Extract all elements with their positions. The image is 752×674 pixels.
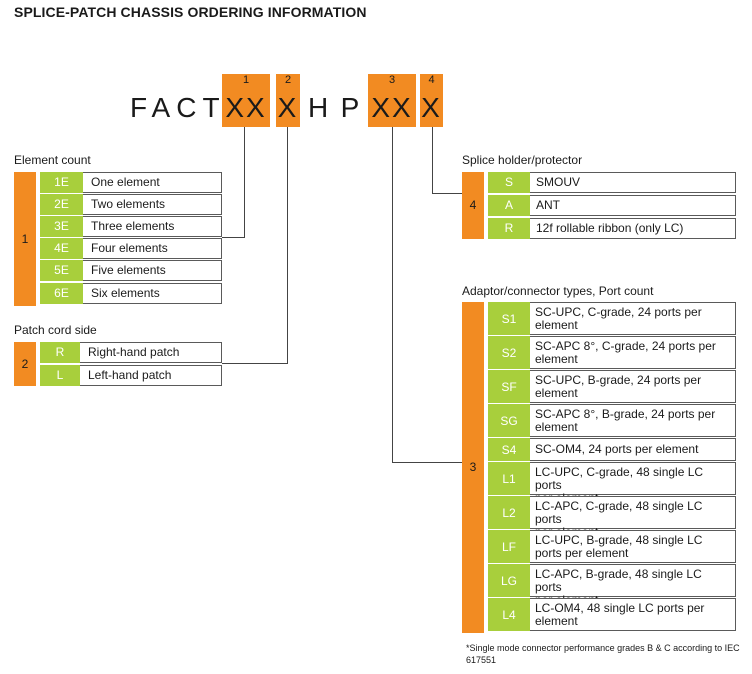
- row-desc: ANT: [536, 198, 560, 212]
- connector-line-1h: [222, 237, 245, 238]
- table-row: 1E One element: [40, 172, 222, 193]
- connector-line-3h: [392, 462, 462, 463]
- row-desc: One element: [91, 175, 160, 189]
- row-code: 5E: [40, 260, 83, 281]
- splice-holder-number: 4: [462, 172, 484, 239]
- patch-cord-number: 2: [14, 342, 36, 386]
- row-code: L: [40, 365, 80, 386]
- row-desc: Five elements: [91, 263, 166, 277]
- row-code: SF: [488, 370, 530, 403]
- code-h: H: [308, 92, 329, 123]
- row-desc: SC-OM4, 24 ports per element: [535, 442, 699, 456]
- table-row: R 12f rollable ribbon (only LC): [488, 218, 736, 239]
- row-code: L4: [488, 598, 530, 631]
- row-desc: 12f rollable ribbon (only LC): [536, 221, 684, 235]
- table-row: R Right-hand patch: [40, 342, 222, 363]
- table-row: S SMOUV: [488, 172, 736, 193]
- row-code: A: [488, 195, 530, 216]
- table-row: A ANT: [488, 195, 736, 216]
- table-row: 6E Six elements: [40, 283, 222, 304]
- page-title: SPLICE-PATCH CHASSIS ORDERING INFORMATIO…: [14, 4, 367, 20]
- row-code: 2E: [40, 194, 83, 215]
- connector-line-2h: [222, 363, 288, 364]
- connector-line-4: [432, 127, 433, 193]
- row-code: S1: [488, 302, 530, 335]
- row-desc: Three elements: [91, 219, 175, 233]
- code-box-1: 1 XX: [222, 74, 270, 127]
- connector-line-1: [244, 127, 245, 238]
- row-code: L1: [488, 462, 530, 495]
- code-p: P: [340, 92, 360, 123]
- code-prefix: FACT-: [130, 92, 240, 123]
- code-box-4: 4 X: [420, 74, 443, 127]
- row-code: LG: [488, 564, 530, 597]
- row-code: 3E: [40, 216, 83, 237]
- table-row: L Left-hand patch: [40, 365, 222, 386]
- row-desc: Right-hand patch: [88, 345, 180, 359]
- row-code: 4E: [40, 238, 83, 259]
- row-desc: Two elements: [91, 197, 166, 211]
- code-box-2: 2 X: [276, 74, 300, 127]
- connector-line-3: [392, 127, 393, 463]
- row-desc: SMOUV: [536, 175, 581, 189]
- footnote: *Single mode connector performance grade…: [466, 643, 740, 665]
- connector-line-2: [287, 127, 288, 364]
- table-row: 4E Four elements: [40, 238, 222, 259]
- row-code: R: [488, 218, 530, 239]
- element-count-label: Element count: [14, 153, 91, 167]
- row-code: S4: [488, 438, 530, 461]
- row-desc: Left-hand patch: [88, 368, 172, 382]
- row-code: S: [488, 172, 530, 193]
- adaptor-label: Adaptor/connector types, Port count: [462, 284, 654, 298]
- row-code: SG: [488, 404, 530, 437]
- table-row: 3E Three elements: [40, 216, 222, 237]
- connector-line-4h: [432, 193, 462, 194]
- code-box-3: 3 XX: [368, 74, 416, 127]
- adaptor-number: 3: [462, 302, 484, 633]
- splice-holder-label: Splice holder/protector: [462, 153, 583, 167]
- row-code: L2: [488, 496, 530, 529]
- row-code: 1E: [40, 172, 83, 193]
- table-row: 2E Two elements: [40, 194, 222, 215]
- element-count-number: 1: [14, 172, 36, 306]
- table-row: 5E Five elements: [40, 260, 222, 281]
- row-code: S2: [488, 336, 530, 369]
- patch-cord-label: Patch cord side: [14, 323, 97, 337]
- table-row: S4 SC-OM4, 24 ports per element: [488, 438, 736, 461]
- row-desc: Four elements: [91, 241, 168, 255]
- row-desc: Six elements: [91, 286, 160, 300]
- row-code: 6E: [40, 283, 83, 304]
- row-code: R: [40, 342, 80, 363]
- row-code: LF: [488, 530, 530, 563]
